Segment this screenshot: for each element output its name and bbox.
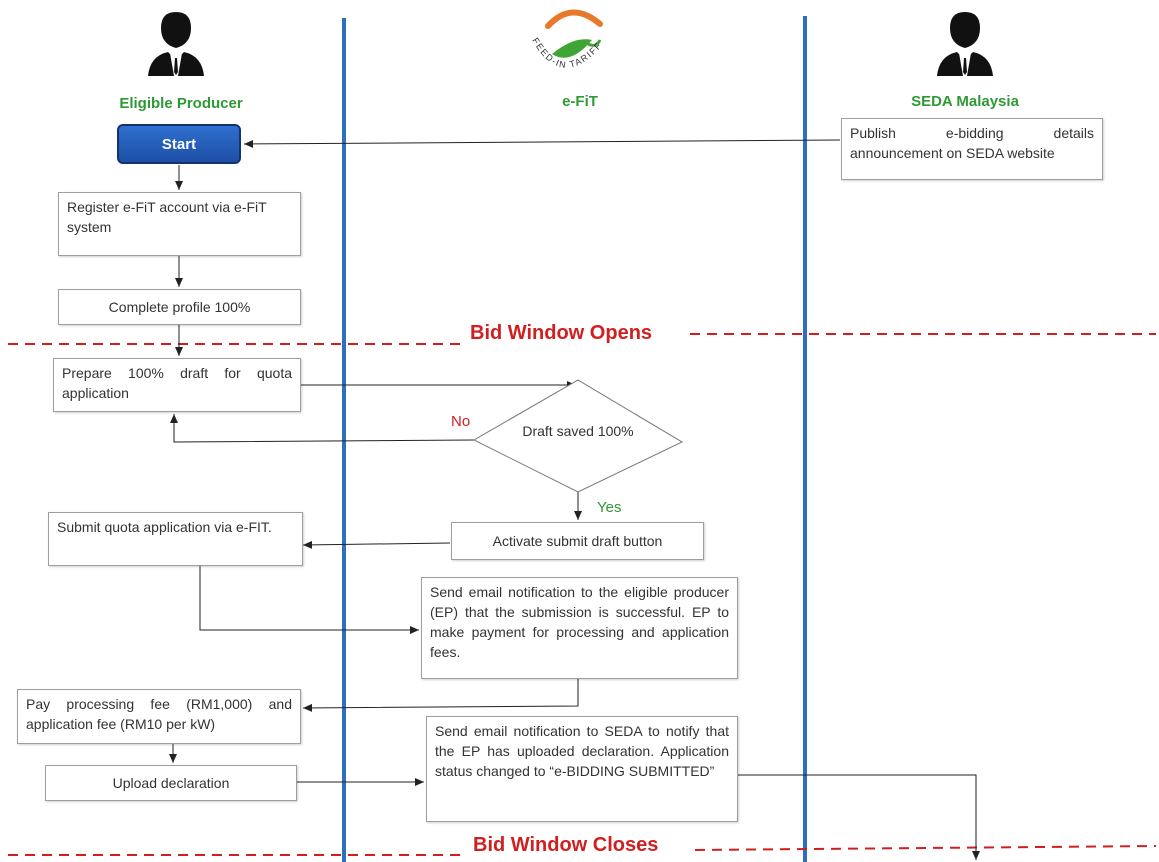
start-terminal: Start bbox=[117, 124, 241, 164]
arrow-decision-no bbox=[170, 414, 475, 443]
bid-closes-line-right bbox=[694, 845, 1157, 851]
step-submit-quota: Submit quota application via e-FIT. bbox=[48, 512, 303, 566]
step-email-ep: Send email notification to the eligible … bbox=[421, 577, 738, 679]
step-complete-profile: Complete profile 100% bbox=[58, 289, 301, 325]
arrow-email-to-pay bbox=[302, 679, 579, 712]
step-publish: Publish e-bidding details announcement o… bbox=[841, 118, 1103, 180]
lane-title-efit: e-FiT bbox=[562, 93, 598, 110]
step-activate: Activate submit draft button bbox=[451, 522, 704, 560]
seda-businessman-icon bbox=[937, 12, 993, 76]
feed-in-tariff-logo: FEED-IN TARIFF bbox=[530, 9, 603, 70]
decision-diamond bbox=[472, 379, 684, 493]
decision-yes-label: Yes bbox=[597, 499, 622, 516]
producer-businessman-icon bbox=[148, 12, 204, 76]
arrow-activate-to-submit bbox=[302, 540, 451, 549]
decision-no-label: No bbox=[451, 413, 471, 430]
decision-label: Draft saved 100% bbox=[522, 423, 634, 439]
step-prepare-draft: Prepare 100% draft for quota application bbox=[53, 358, 301, 412]
arrow-submit-to-email bbox=[199, 566, 419, 634]
step-register: Register e-FiT account via e-FiT system bbox=[58, 192, 301, 256]
lane-title-seda: SEDA Malaysia bbox=[911, 93, 1019, 110]
lane-title-producer: Eligible Producer bbox=[119, 95, 243, 112]
arrow-publish-to-start bbox=[243, 139, 841, 148]
phase-bid-window-opens: Bid Window Opens bbox=[462, 322, 661, 345]
phase-bid-window-closes: Bid Window Closes bbox=[465, 834, 667, 857]
step-upload: Upload declaration bbox=[45, 765, 297, 801]
step-email-seda: Send email notification to SEDA to notif… bbox=[426, 716, 738, 822]
step-pay-fees: Pay processing fee (RM1,000) and applica… bbox=[17, 689, 301, 744]
arrow-email-seda-onward bbox=[738, 774, 980, 860]
